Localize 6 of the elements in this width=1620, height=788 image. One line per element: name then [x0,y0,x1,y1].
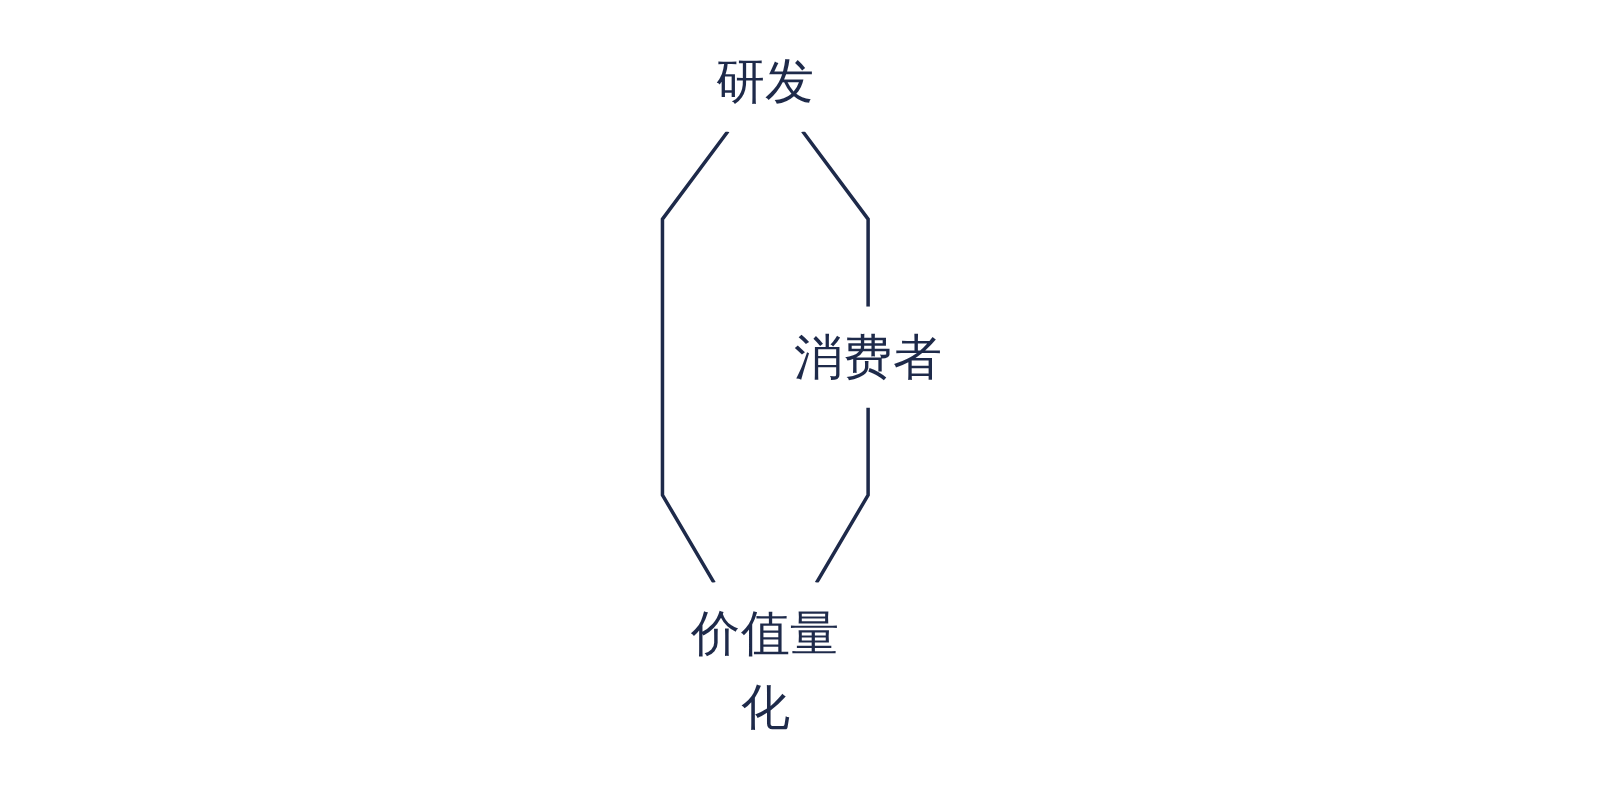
connector [815,407,871,584]
node-text: 研发 [716,52,815,110]
connector [661,130,730,584]
connector [801,130,871,307]
node-text: 消费者 [794,328,943,386]
node-text: 价值量化 [691,604,840,735]
